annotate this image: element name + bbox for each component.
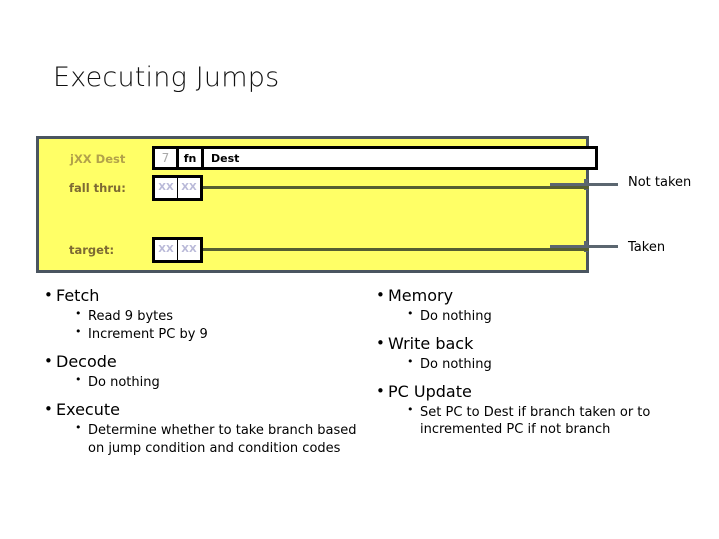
stage-title-decode: Decode xyxy=(42,352,372,372)
field-icode: 7 xyxy=(152,146,176,170)
stage-title-memory: Memory xyxy=(374,286,704,306)
instruction-field-strip: 7 fn Dest xyxy=(152,146,598,170)
caption-not-taken: Not taken xyxy=(628,175,692,190)
field-dest: Dest xyxy=(201,146,598,170)
connector-line-target xyxy=(200,248,589,251)
field-fn: fn xyxy=(176,146,201,170)
stage-title-fetch: Fetch xyxy=(42,286,372,306)
stage-group-memory: Memory Do nothing xyxy=(374,286,704,325)
stage-title-pc-update: PC Update xyxy=(374,382,704,402)
stage-column-right: Memory Do nothing Write back Do nothing … xyxy=(374,286,704,440)
stage-item: Do nothing xyxy=(374,355,704,373)
pc-bytes-fall-thru: XX XX xyxy=(152,175,203,201)
stage-item: Do nothing xyxy=(374,307,704,325)
jump-execution-diagram: jXX Dest 7 fn Dest fall thru: XX XX targ… xyxy=(36,136,598,273)
stage-title-execute: Execute xyxy=(42,400,372,420)
row-label-fall-thru: fall thru: xyxy=(69,181,126,195)
stage-column-left: Fetch Read 9 bytes Increment PC by 9 Dec… xyxy=(42,286,372,458)
instruction-label: jXX Dest xyxy=(70,152,126,166)
connector-line-taken xyxy=(550,245,618,248)
connector-line-not-taken xyxy=(550,183,618,186)
stage-item: Do nothing xyxy=(42,373,372,391)
connector-line-fall-thru xyxy=(200,186,589,189)
stage-item: Set PC to Dest if branch taken or to inc… xyxy=(374,403,704,438)
stage-group-decode: Decode Do nothing xyxy=(42,352,372,391)
caption-taken: Taken xyxy=(628,240,666,255)
stage-group-fetch: Fetch Read 9 bytes Increment PC by 9 xyxy=(42,286,372,343)
stage-group-write-back: Write back Do nothing xyxy=(374,334,704,373)
stage-group-pc-update: PC Update Set PC to Dest if branch taken… xyxy=(374,382,704,438)
stage-title-write-back: Write back xyxy=(374,334,704,354)
pc-byte-fall-thru-high: XX xyxy=(158,182,174,193)
page-title: Executing Jumps xyxy=(53,62,280,93)
stage-item: Read 9 bytes xyxy=(42,307,372,325)
stage-group-execute: Execute Determine whether to take branch… xyxy=(42,400,372,456)
pc-bytes-target: XX XX xyxy=(152,237,203,263)
pc-byte-fall-thru-low: XX xyxy=(177,178,200,198)
pc-byte-target-low: XX xyxy=(177,240,200,260)
stage-item: Determine whether to take branch based o… xyxy=(42,421,372,456)
pc-byte-target-high: XX xyxy=(158,244,174,255)
row-label-target: target: xyxy=(69,243,115,257)
stage-item: Increment PC by 9 xyxy=(42,325,372,343)
